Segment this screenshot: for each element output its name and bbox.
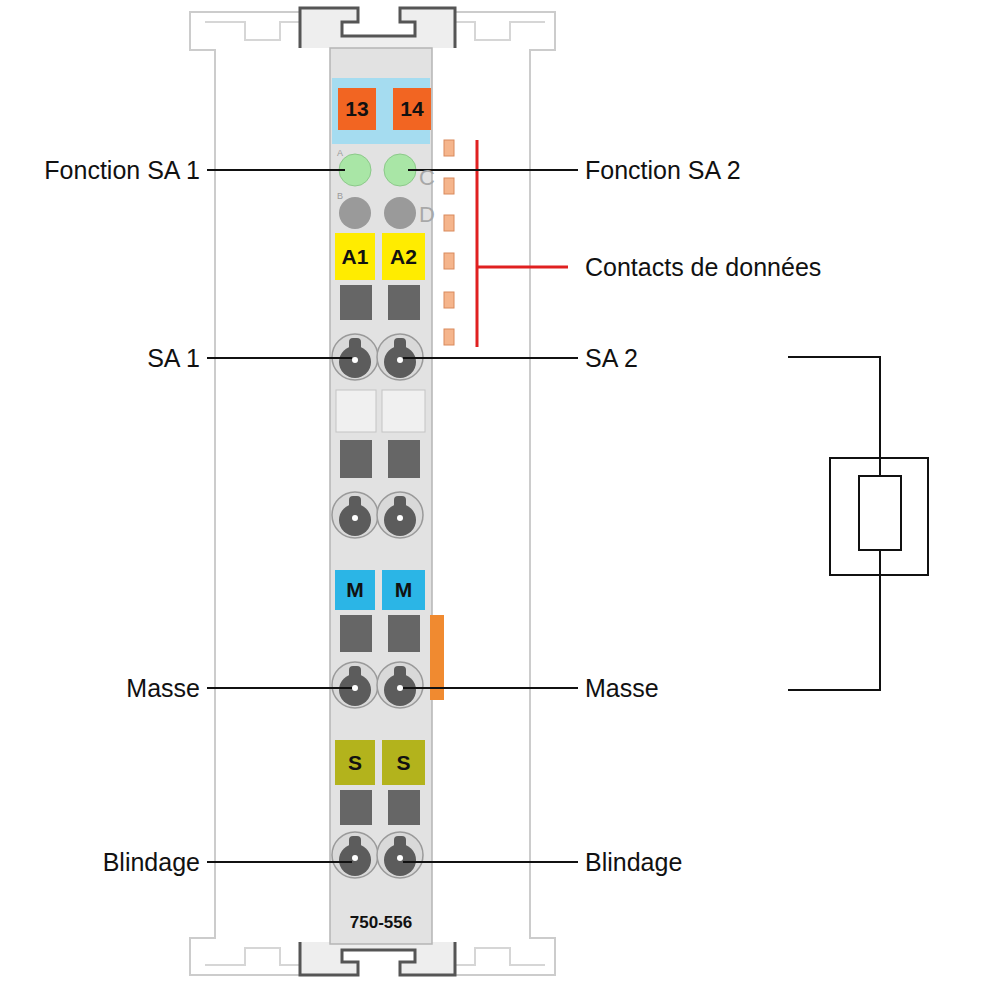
terminal bbox=[377, 492, 423, 538]
leader-line bbox=[207, 687, 352, 689]
leader-line bbox=[207, 861, 352, 863]
part-number: 750-556 bbox=[350, 914, 412, 931]
release-button bbox=[340, 440, 372, 478]
blank-marker bbox=[336, 390, 376, 432]
rail-outline bbox=[190, 12, 300, 975]
data-contact bbox=[444, 329, 454, 345]
marker-text: 14 bbox=[400, 97, 423, 121]
marker-text: 13 bbox=[345, 97, 368, 121]
unused-led bbox=[339, 197, 371, 229]
top-latch bbox=[300, 8, 455, 48]
terminal bbox=[332, 492, 378, 538]
release-button bbox=[340, 285, 372, 320]
leader-line bbox=[403, 687, 578, 689]
terminal bbox=[377, 662, 423, 708]
marker-text: A2 bbox=[390, 245, 417, 269]
release-button bbox=[340, 790, 372, 825]
terminal bbox=[332, 832, 378, 878]
power-marker: 14 bbox=[393, 88, 431, 130]
signal-name: Blindage bbox=[103, 850, 200, 875]
release-button bbox=[388, 285, 420, 320]
callout-label: Fonction SA 1 bbox=[44, 158, 200, 183]
ground-marker: M bbox=[335, 570, 375, 610]
resistor-symbol bbox=[859, 476, 901, 550]
leader-line bbox=[403, 357, 578, 359]
led-letter: A bbox=[337, 149, 343, 158]
rail-outline bbox=[205, 22, 300, 40]
load-wire bbox=[879, 550, 881, 575]
release-button bbox=[388, 790, 420, 825]
leader-line bbox=[207, 357, 352, 359]
callout-label: Contacts de données bbox=[585, 255, 821, 280]
power-jumper-band bbox=[332, 78, 430, 144]
release-button bbox=[388, 440, 420, 478]
channel-marker: A1 bbox=[335, 233, 375, 280]
marker-text: M bbox=[395, 578, 413, 602]
bracket bbox=[477, 140, 568, 347]
channel-marker: A2 bbox=[382, 233, 425, 280]
data-contact bbox=[444, 215, 454, 231]
marker-text: A1 bbox=[342, 245, 369, 269]
marker-text: S bbox=[396, 751, 410, 775]
leader-line bbox=[403, 861, 578, 863]
rail-outline bbox=[455, 12, 555, 975]
terminal bbox=[332, 662, 378, 708]
led-letter: C bbox=[419, 167, 435, 189]
signal-name: Blindage bbox=[585, 850, 682, 875]
release-button bbox=[388, 615, 420, 652]
bottom-latch bbox=[300, 942, 455, 975]
leader-line bbox=[207, 169, 345, 171]
signal-name: Masse bbox=[585, 676, 659, 701]
led-letter: B bbox=[337, 192, 343, 201]
rail-outline bbox=[455, 22, 545, 40]
marker-text: M bbox=[346, 578, 364, 602]
data-contact bbox=[444, 253, 454, 269]
unused-led bbox=[384, 197, 416, 229]
shield-marker: S bbox=[335, 740, 375, 785]
power-marker: 13 bbox=[338, 88, 376, 130]
terminal bbox=[377, 832, 423, 878]
load-wire bbox=[879, 458, 881, 476]
shield-marker: S bbox=[382, 740, 425, 785]
module-housing bbox=[330, 48, 432, 944]
ground-marker: M bbox=[382, 570, 425, 610]
data-contact bbox=[444, 140, 454, 156]
leader-lines bbox=[207, 170, 578, 862]
signal-name: Masse bbox=[126, 676, 200, 701]
signal-name: SA 2 bbox=[585, 346, 638, 371]
callout-label: Fonction SA 2 bbox=[585, 158, 741, 183]
rail-outline bbox=[455, 948, 545, 965]
signal-name: SA 1 bbox=[147, 346, 200, 371]
rail-outline bbox=[205, 948, 300, 965]
marker-text: S bbox=[348, 751, 362, 775]
data-contact bbox=[444, 178, 454, 194]
led-letter: D bbox=[419, 204, 435, 226]
data-contact bbox=[444, 292, 454, 308]
blank-marker bbox=[382, 390, 425, 432]
release-button bbox=[340, 615, 372, 652]
load-box bbox=[830, 458, 928, 575]
